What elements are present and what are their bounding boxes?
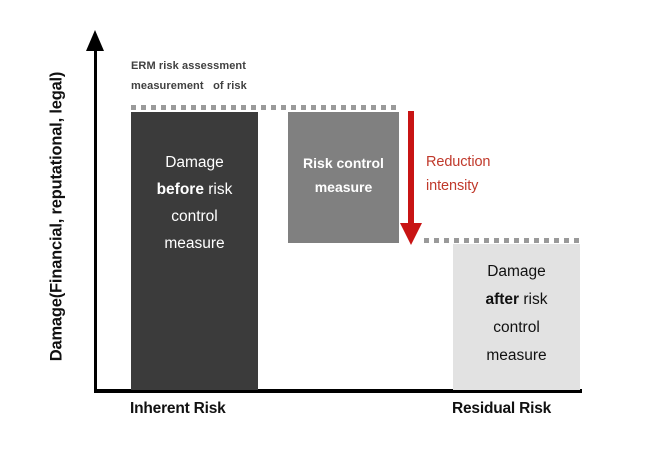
bar-damage-before-line-4: measure: [164, 235, 225, 252]
residual-top-guide-line: [424, 238, 580, 243]
bar-damage-before-line-2-emphasis: before: [156, 181, 204, 198]
bar-risk-control-measure-line-1: Risk control: [303, 154, 384, 171]
bar-damage-after-line-2-rest: risk: [519, 291, 548, 308]
reduction-intensity-line-1: Reduction: [426, 154, 491, 170]
y-axis-title: Damage(Financial, reputational, legal): [47, 71, 66, 362]
reduction-intensity-line-2: intensity: [426, 178, 479, 194]
bar-damage-before-label: Damage before risk control measure: [157, 149, 233, 257]
bar-damage-after-line-3: control: [493, 319, 540, 336]
reduction-arrow-shaft-icon: [408, 111, 414, 225]
bar-risk-control-measure-line-2: measure: [314, 178, 373, 195]
bar-damage-after: Damage after risk control measure: [453, 244, 580, 390]
bar-risk-control-measure-label: Risk control measure: [303, 151, 384, 199]
bar-damage-after-line-4: measure: [486, 347, 547, 364]
inherent-top-guide-line: [131, 105, 399, 110]
reduction-arrow-head-icon: [400, 223, 422, 245]
bar-damage-after-line-2-emphasis: after: [485, 291, 520, 308]
x-axis-line: [94, 389, 582, 393]
reduction-intensity-label: Reduction intensity: [426, 150, 546, 198]
bar-damage-before-line-3: control: [171, 208, 218, 225]
bar-damage-before-line-2-rest: risk: [203, 181, 233, 198]
erm-annotation: ERM risk assessment measurement of risk: [131, 56, 361, 96]
erm-annotation-line-2: measurement of risk: [131, 80, 247, 92]
bar-damage-before: Damage before risk control measure: [131, 112, 258, 390]
x-axis-label-residual-risk: Residual Risk: [452, 400, 552, 417]
bar-damage-after-label: Damage after risk control measure: [485, 258, 547, 370]
y-axis-arrow-icon: [86, 30, 104, 51]
bar-damage-after-line-1: Damage: [487, 263, 546, 280]
y-axis-line: [94, 48, 97, 392]
erm-annotation-line-1: ERM risk assessment: [131, 60, 247, 72]
x-axis-label-inherent-risk: Inherent Risk: [130, 400, 226, 417]
bar-risk-control-measure: Risk control measure: [288, 112, 399, 243]
bar-damage-before-line-1: Damage: [165, 154, 224, 171]
